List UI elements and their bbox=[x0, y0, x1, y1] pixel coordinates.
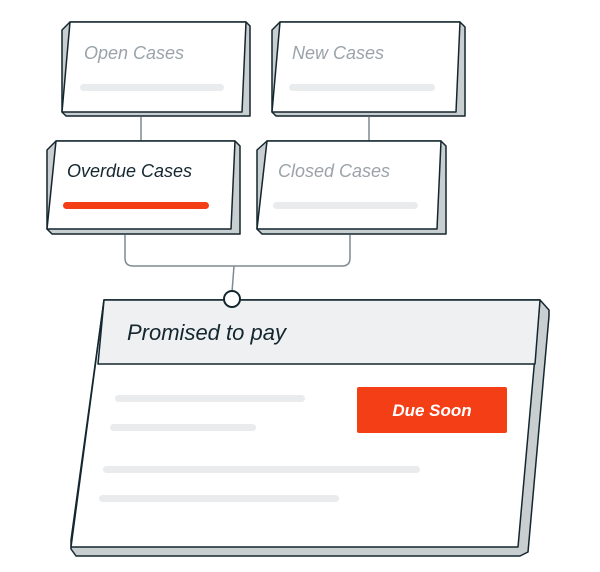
card-open-cases-title: Open Cases bbox=[84, 43, 184, 63]
panel-title: Promised to pay bbox=[127, 320, 288, 345]
placeholder-bar bbox=[80, 84, 224, 91]
card-overdue-cases-title: Overdue Cases bbox=[67, 161, 192, 181]
card-closed-cases[interactable]: Closed Cases bbox=[256, 140, 447, 235]
placeholder-bar bbox=[115, 395, 305, 402]
placeholder-bar bbox=[110, 424, 256, 431]
placeholder-bar bbox=[273, 202, 418, 209]
card-overdue-cases[interactable]: Overdue Cases bbox=[46, 140, 241, 235]
card-new-cases[interactable]: New Cases bbox=[271, 21, 466, 117]
promised-to-pay-panel[interactable]: Promised to pay Due Soon bbox=[70, 299, 550, 557]
card-closed-cases-title: Closed Cases bbox=[278, 161, 390, 181]
placeholder-bar bbox=[99, 495, 339, 502]
connector-lines bbox=[124, 117, 370, 293]
card-new-cases-title: New Cases bbox=[292, 43, 384, 63]
connector-node bbox=[223, 290, 241, 308]
due-soon-label: Due Soon bbox=[392, 401, 471, 420]
progress-bar bbox=[63, 202, 209, 209]
card-open-cases[interactable]: Open Cases bbox=[61, 21, 251, 117]
placeholder-bar bbox=[289, 84, 435, 91]
due-soon-badge[interactable]: Due Soon bbox=[357, 387, 507, 433]
placeholder-bar bbox=[103, 466, 420, 473]
